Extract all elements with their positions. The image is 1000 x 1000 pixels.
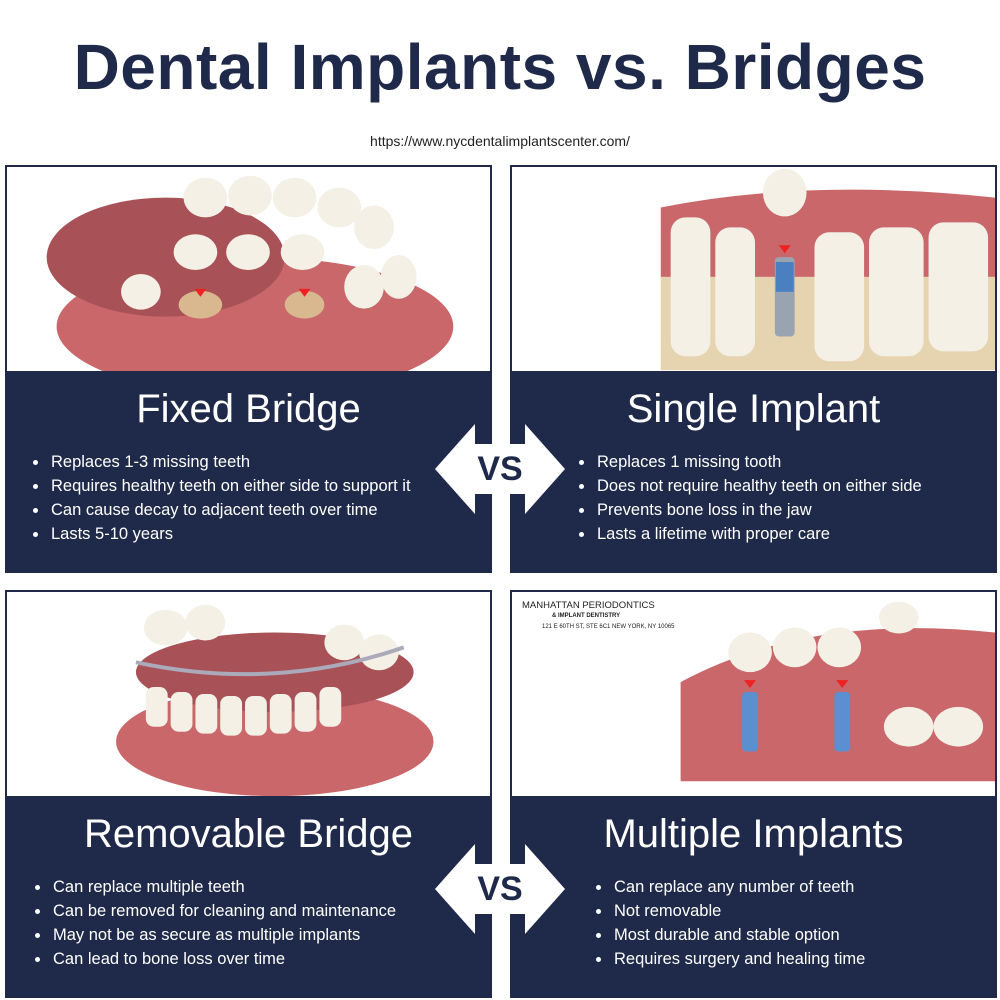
single-implant-illustration (512, 167, 995, 371)
bullet: Lasts a lifetime with proper care (577, 522, 995, 546)
panel-fixed-bridge: Fixed Bridge Replaces 1-3 missing teeth … (5, 165, 492, 573)
bullet: Replaces 1 missing tooth (577, 450, 995, 474)
bullet: Requires healthy teeth on either side to… (31, 474, 490, 498)
vs-badge: VS (435, 844, 565, 934)
bullet: Does not require healthy teeth on either… (577, 474, 995, 498)
vs-badge: VS (435, 424, 565, 514)
panel-multiple-implants: MANHATTAN PERIODONTICS & IMPLANT DENTIST… (510, 590, 997, 998)
multiple-implants-illustration: MANHATTAN PERIODONTICS & IMPLANT DENTIST… (512, 592, 995, 796)
bullet: Can cause decay to adjacent teeth over t… (31, 498, 490, 522)
logo-name: MANHATTAN PERIODONTICS (522, 600, 655, 611)
source-url: https://www.nycdentalimplantscenter.com/ (370, 133, 630, 149)
panel-heading: Single Implant (626, 387, 881, 431)
bullet: Can replace multiple teeth (33, 875, 490, 899)
panel-heading: Multiple Implants (603, 812, 904, 856)
bullet: Requires surgery and healing time (594, 947, 995, 971)
page-title: Dental Implants vs. Bridges (73, 31, 927, 103)
bullet: Replaces 1-3 missing teeth (31, 450, 490, 474)
logo-sub: & IMPLANT DENTISTRY (552, 613, 621, 619)
panel-removable-bridge: Removable Bridge Can replace multiple te… (5, 590, 492, 998)
bullet: Prevents bone loss in the jaw (577, 498, 995, 522)
removable-bridge-illustration (7, 592, 490, 797)
bullet: Lasts 5-10 years (31, 522, 490, 546)
bullet: Not removable (594, 899, 995, 923)
logo-address: 121 E 60TH ST, STE 6C1 NEW YORK, NY 1006… (542, 624, 675, 630)
clinic-logo: MANHATTAN PERIODONTICS & IMPLANT DENTIST… (522, 600, 675, 633)
bullet: Can be removed for cleaning and maintena… (33, 899, 490, 923)
bullet: May not be as secure as multiple implant… (33, 923, 490, 947)
fixed-bridge-illustration (7, 167, 490, 396)
bullet: Most durable and stable option (594, 923, 995, 947)
bullet: Can replace any number of teeth (594, 875, 995, 899)
double-arrow-icon (435, 424, 565, 514)
panel-heading: Removable Bridge (83, 812, 414, 856)
panel-single-implant: Single Implant Replaces 1 missing tooth … (510, 165, 997, 573)
vs-label: VS (477, 449, 523, 488)
vs-label: VS (477, 869, 523, 908)
double-arrow-icon (435, 844, 565, 934)
panel-heading: Fixed Bridge (136, 387, 361, 431)
bullet: Can lead to bone loss over time (33, 947, 490, 971)
